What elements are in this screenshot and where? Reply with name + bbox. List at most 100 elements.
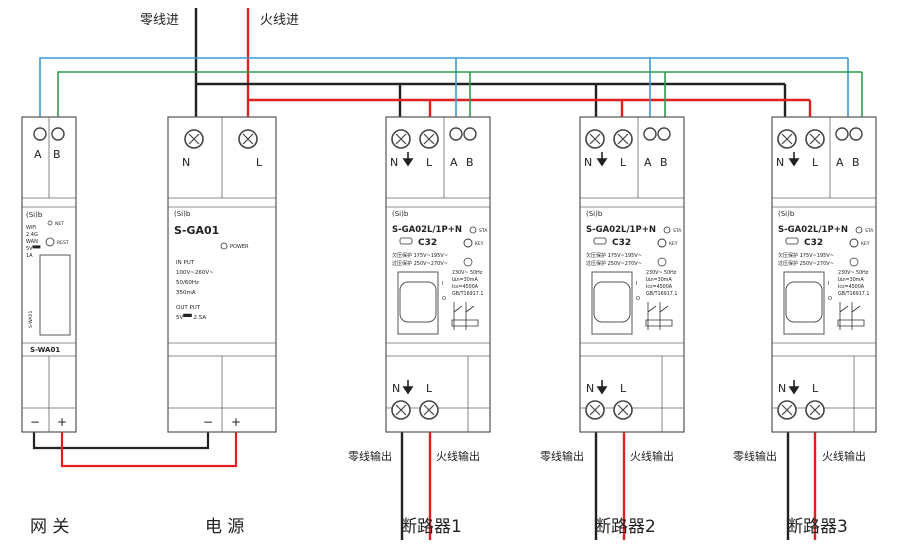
spec-line: Ics=4500A bbox=[452, 284, 479, 290]
minus-label: − bbox=[203, 415, 213, 429]
live-in-label: 火线进 bbox=[260, 13, 299, 28]
terminal-n-out bbox=[391, 400, 411, 420]
reset-button[interactable] bbox=[45, 237, 55, 247]
sta-label: STA bbox=[673, 228, 682, 234]
terminal-l bbox=[419, 129, 439, 149]
breaker3-caption: 断路器3 bbox=[786, 517, 848, 537]
brand-logo: (Si)b bbox=[778, 210, 795, 218]
spec-line: I∆n=30mA bbox=[838, 277, 864, 283]
lever-handle[interactable] bbox=[593, 281, 631, 323]
cert-mark-icon bbox=[657, 257, 667, 267]
terminal-a bbox=[643, 127, 657, 141]
net-label: NET bbox=[55, 221, 64, 227]
term-a-label: A bbox=[836, 156, 844, 169]
terminal-a bbox=[33, 127, 47, 141]
terminal-b bbox=[657, 127, 671, 141]
term-b-label: B bbox=[53, 148, 61, 161]
key-button[interactable] bbox=[849, 238, 859, 248]
out-live-label: 火线输出 bbox=[822, 449, 866, 463]
breaker-model: S-GA02L/1P+N bbox=[392, 225, 462, 235]
neutral-arrow-icon bbox=[402, 380, 414, 395]
terminal-a bbox=[449, 127, 463, 141]
key-label: KEY bbox=[669, 241, 678, 247]
plus-label: + bbox=[231, 415, 241, 429]
dc-minus-wire bbox=[32, 432, 210, 450]
protect-line: 过压保护 250V~270V~ bbox=[778, 260, 834, 267]
input-spec: 350mA bbox=[176, 290, 196, 296]
key-button[interactable] bbox=[463, 238, 473, 248]
off-label: O bbox=[442, 296, 446, 302]
vertical-model-label: S-WA01 bbox=[28, 311, 34, 328]
term-l-label: L bbox=[620, 382, 627, 395]
input-title: IN PUT bbox=[176, 260, 195, 266]
terminal-n-out bbox=[777, 400, 797, 420]
brand-logo: (Si)b bbox=[392, 210, 409, 218]
input-spec: 100V~260V~ bbox=[176, 270, 214, 276]
gateway-window bbox=[39, 254, 71, 336]
out-neutral-label: 零线输出 bbox=[540, 449, 584, 463]
term-l-label: L bbox=[812, 156, 819, 169]
spec-line: 2.4G bbox=[26, 232, 38, 238]
on-label: I bbox=[636, 281, 637, 287]
terminal-l-out bbox=[419, 400, 439, 420]
breaker-model: S-GA02L/1P+N bbox=[778, 225, 848, 235]
term-n-label: N bbox=[390, 156, 398, 169]
terminal-n bbox=[585, 129, 605, 149]
neutral-in-label: 零线进 bbox=[140, 13, 179, 28]
spec-line: I∆n=30mA bbox=[646, 277, 672, 283]
gateway-caption: 网 关 bbox=[30, 517, 69, 537]
lever-handle[interactable] bbox=[399, 281, 437, 323]
terminal-l bbox=[613, 129, 633, 149]
breaker2-caption: 断路器2 bbox=[594, 517, 656, 537]
signal-b-wire bbox=[57, 71, 863, 130]
lever-handle[interactable] bbox=[785, 281, 823, 323]
protect-line: 过压保护 250V~270V~ bbox=[392, 260, 448, 267]
spec-line: 5V▀▀ bbox=[26, 245, 40, 252]
term-a-label: A bbox=[34, 148, 42, 161]
rating-label: C32 bbox=[418, 238, 437, 248]
terminal-n-out bbox=[585, 400, 605, 420]
breaker-model: S-GA02L/1P+N bbox=[586, 225, 656, 235]
power-caption: 电 源 bbox=[205, 517, 244, 537]
net-led bbox=[47, 220, 53, 226]
input-spec: 50/60Hz bbox=[176, 280, 199, 286]
spec-line: I∆n=30mA bbox=[452, 277, 478, 283]
power-model: S-GA01 bbox=[174, 224, 219, 237]
protect-line: 过压保护 250V~270V~ bbox=[586, 260, 642, 267]
signal-a-wire bbox=[39, 57, 849, 130]
key-button[interactable] bbox=[657, 238, 667, 248]
gateway-model: S-WA01 bbox=[30, 346, 60, 354]
captions: 网 关 电 源 断路器1 断路器2 断路器3 bbox=[30, 517, 848, 537]
on-label: I bbox=[828, 281, 829, 287]
signal-wires bbox=[39, 57, 863, 130]
terminal-b bbox=[463, 127, 477, 141]
sta-led bbox=[855, 226, 863, 234]
terminal-a bbox=[835, 127, 849, 141]
term-b-label: B bbox=[466, 156, 474, 169]
term-n-label: N bbox=[392, 382, 400, 395]
term-l-label: L bbox=[812, 382, 819, 395]
out-neutral-label: 零线输出 bbox=[733, 449, 777, 463]
sta-led bbox=[663, 226, 671, 234]
status-indicator bbox=[399, 237, 413, 245]
term-n-label: N bbox=[584, 156, 592, 169]
term-l-label: L bbox=[426, 156, 433, 169]
live-bus-wire bbox=[248, 98, 812, 133]
output-wires bbox=[400, 420, 817, 540]
spec-line: 1A bbox=[26, 253, 33, 259]
output-title: OUT PUT bbox=[176, 305, 201, 311]
brand-logo: (Si)b bbox=[26, 211, 43, 219]
spec-line: WAN bbox=[26, 239, 38, 245]
terminal-b bbox=[849, 127, 863, 141]
dc-wires bbox=[32, 432, 238, 468]
key-label: KEY bbox=[475, 241, 484, 247]
sta-label: STA bbox=[865, 228, 874, 234]
terminal-l-out bbox=[805, 400, 825, 420]
on-label: I bbox=[442, 281, 443, 287]
term-n-label: N bbox=[776, 156, 784, 169]
out-neutral-label: 零线输出 bbox=[348, 449, 392, 463]
